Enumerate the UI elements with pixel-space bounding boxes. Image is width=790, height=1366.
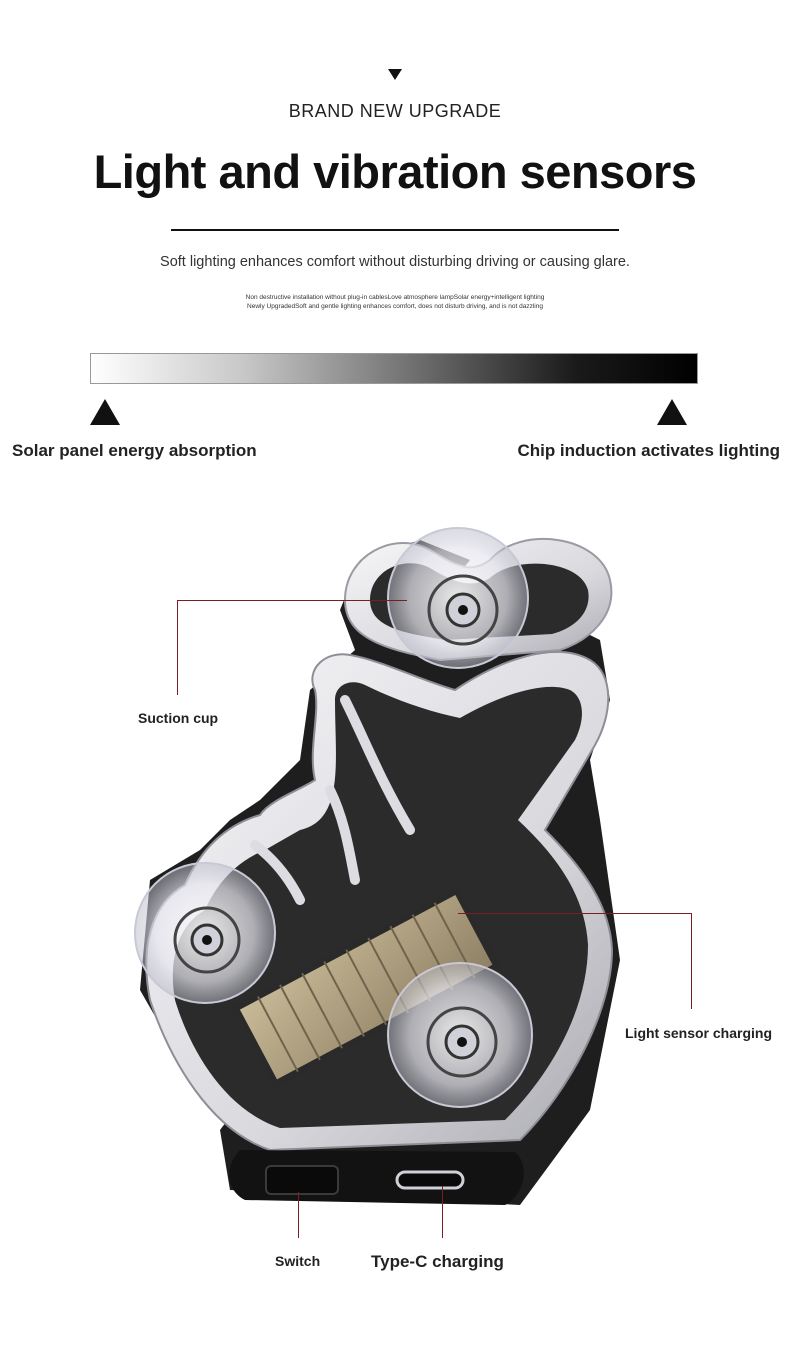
- product-illustration: [134, 527, 620, 1205]
- title-divider: [171, 229, 619, 231]
- finger-groove: [340, 695, 415, 835]
- chip-induction-caption: Chip induction activates lighting: [517, 441, 780, 460]
- suction-cup-leader-horizontal: [177, 600, 407, 601]
- solar-panel: [231, 886, 501, 1088]
- switch-port: [265, 1165, 339, 1195]
- light-gradient-bar: [90, 353, 698, 384]
- type-c-label: Type-C charging: [371, 1252, 504, 1271]
- suction-cup-bottom: [387, 962, 533, 1108]
- suction-cup-label: Suction cup: [138, 710, 219, 726]
- switch-leader: [298, 1192, 299, 1238]
- light-sensor-label: Light sensor charging: [625, 1025, 773, 1041]
- type-c-port: [395, 1170, 465, 1190]
- suction-cup-top: [387, 527, 529, 669]
- subtitle: Soft lighting enhances comfort without d…: [160, 254, 630, 270]
- fine-print-line-1: Non destructive installation without plu…: [245, 294, 545, 301]
- fine-print: Non destructive installation without plu…: [0, 293, 790, 311]
- light-sensor-leader-horizontal: [458, 913, 691, 914]
- fine-print-line-2: Newly UpgradedSoft and gentle lighting e…: [247, 303, 543, 310]
- triangle-up-icon: [657, 399, 687, 425]
- type-c-leader: [442, 1186, 443, 1238]
- switch-label: Switch: [275, 1253, 321, 1269]
- light-sensor-leader-vertical: [691, 913, 692, 1009]
- eyebrow-label: BRAND NEW UPGRADE: [288, 101, 502, 121]
- solar-absorption-caption: Solar panel energy absorption: [12, 441, 257, 460]
- finger-groove: [325, 785, 360, 885]
- finger-groove: [250, 840, 305, 905]
- suction-cup-left: [134, 862, 276, 1004]
- suction-cup-leader-vertical: [177, 600, 178, 695]
- page-title: Light and vibration sensors: [93, 145, 697, 198]
- triangle-up-icon: [90, 399, 120, 425]
- down-arrow-icon: [388, 69, 402, 80]
